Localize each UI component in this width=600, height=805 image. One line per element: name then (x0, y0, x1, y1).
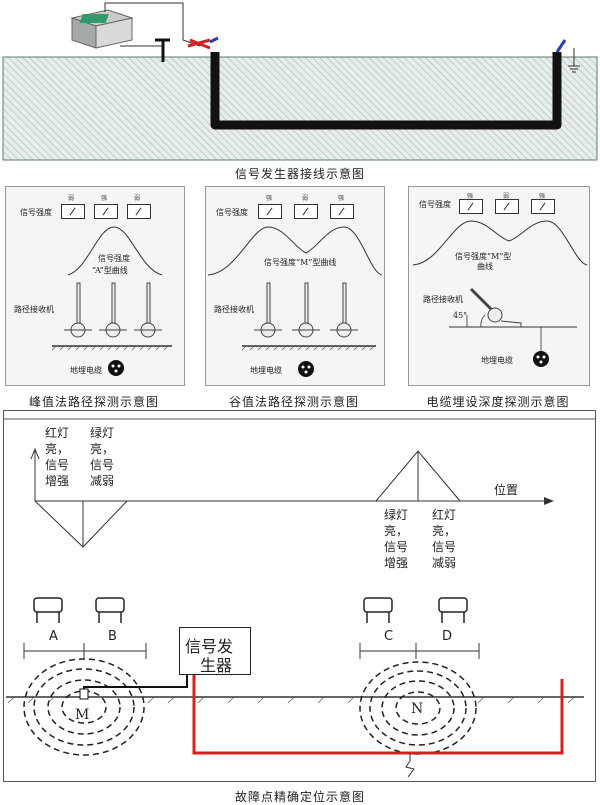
depth-detection-panel: 信号强度 强 弱 强 信号强度“M”型 曲线 路径接收机 45° 地埋电缆 (408, 186, 590, 386)
point-a-label: A (49, 629, 58, 644)
signal-strength-label: 信号强度 (419, 200, 451, 209)
depth-detection-caption: 电缆埋设深度探测示意图 (426, 395, 570, 409)
signal-generator-box (179, 627, 251, 675)
meter-label: 强 (101, 195, 108, 202)
meter-label: 强 (266, 195, 273, 202)
point-d-label: D (442, 629, 453, 644)
generator-label: 信号发 (185, 637, 234, 656)
peak-method-svg (51, 226, 172, 376)
generator-black-wire (83, 669, 188, 691)
meter-label: 弱 (134, 195, 141, 202)
receiver-icon (33, 597, 468, 623)
red-cable (192, 669, 564, 755)
angle-label: 45° (453, 311, 468, 320)
right-signal-curve (375, 450, 461, 502)
left-signal-curve (34, 500, 128, 548)
peak-method-caption: 峰值法路径探测示意图 (28, 395, 159, 409)
red-clamp (187, 38, 211, 50)
signal-strength-label: 信号强度 (20, 208, 52, 217)
signal-meter-icon (495, 199, 519, 214)
m-curve (412, 220, 588, 266)
cable-section-icon (533, 351, 549, 367)
cable-label: 地埋电缆 (250, 366, 282, 375)
signal-strength-label: 信号强度 (216, 208, 248, 217)
cable-section-icon (108, 360, 124, 376)
fault-point-icon (405, 753, 415, 778)
signal-meter-icon (94, 204, 118, 219)
cable-end-terminal (555, 39, 567, 53)
fault-location-panel: 信号发 生器 红灯亮，信号增强 绿灯亮，信号减弱 绿灯亮，信号增强 红灯亮，信号… (3, 410, 596, 782)
cable-section-icon (298, 361, 314, 377)
left-up-label: 红灯亮，信号增强 (45, 426, 70, 488)
generator-wire (104, 2, 201, 47)
m-probe-icon (79, 688, 89, 700)
earth-ground-icon (568, 48, 580, 73)
n-label: N (411, 701, 424, 717)
receiver-icon (64, 282, 162, 338)
buried-cable (210, 52, 562, 130)
angle-arc (480, 314, 486, 328)
generator-label: 生器 (200, 656, 233, 675)
signal-meter-icon (127, 204, 151, 219)
curve-label: 曲线 (477, 262, 493, 271)
signal-meter-icon (459, 199, 483, 214)
meter-label: 弱 (302, 195, 309, 202)
signal-meter-icon (330, 204, 354, 219)
point-b-label: B (108, 629, 117, 644)
left-down-label: 绿灯亮，信号减弱 (90, 426, 115, 488)
signal-meter-icon (258, 204, 282, 219)
valley-method-caption: 谷值法路径探测示意图 (228, 395, 359, 409)
signal-meter-icon (61, 204, 85, 219)
dimension-cd (359, 643, 480, 659)
wiring-diagram (0, 0, 600, 165)
depth-detection-svg (412, 220, 588, 367)
curve-label: “A”型曲线 (92, 266, 128, 275)
fault-location-caption: 故障点精确定位示意图 (234, 790, 365, 804)
meter-label: 弱 (503, 193, 510, 200)
curve-label: 信号强度“M”型曲线 (264, 258, 337, 267)
wiring-svg (2, 2, 598, 161)
signal-meter-icon (531, 199, 555, 214)
wiring-caption: 信号发生器接线示意图 (234, 167, 365, 181)
cable-label: 地埋电缆 (481, 356, 513, 365)
a-curve (67, 226, 163, 276)
dimension-ab (23, 643, 147, 659)
position-axis-label: 位置 (494, 483, 519, 497)
meter-label: 弱 (68, 195, 75, 202)
meter-label: 强 (539, 193, 546, 200)
curve-label: 信号强度“M”型 (455, 252, 512, 261)
curve-label: 信号强度 (98, 254, 130, 263)
receiver-label: 路径接收机 (214, 305, 254, 314)
cable-label: 地埋电缆 (70, 366, 102, 375)
m-label: M (75, 707, 90, 723)
receiver-label: 路径接收机 (423, 295, 463, 304)
receiver-label: 路径接收机 (14, 305, 54, 314)
right-right-label: 红灯亮，信号减弱 (432, 508, 457, 570)
meter-label: 强 (338, 195, 345, 202)
signal-generator-icon (70, 9, 134, 49)
peak-method-panel: 信号强度 弱 强 弱 信号强度 “A”型曲线 路径接收机 地埋电缆 (5, 186, 185, 386)
ground-stake (155, 38, 170, 62)
meter-label: 强 (467, 193, 474, 200)
signal-meter-icon (294, 204, 318, 219)
valley-method-svg (207, 226, 383, 377)
tilted-receiver-icon (469, 287, 522, 328)
signal-field-m (23, 658, 145, 756)
valley-method-panel: 信号强度 强 弱 强 信号强度“M”型曲线 路径接收机 地埋电缆 (205, 186, 385, 386)
fault-location-svg (4, 418, 595, 778)
right-left-label: 绿灯亮，信号增强 (384, 508, 409, 570)
receiver-icon (254, 282, 358, 338)
point-c-label: C (384, 629, 394, 644)
m-curve (207, 226, 383, 276)
